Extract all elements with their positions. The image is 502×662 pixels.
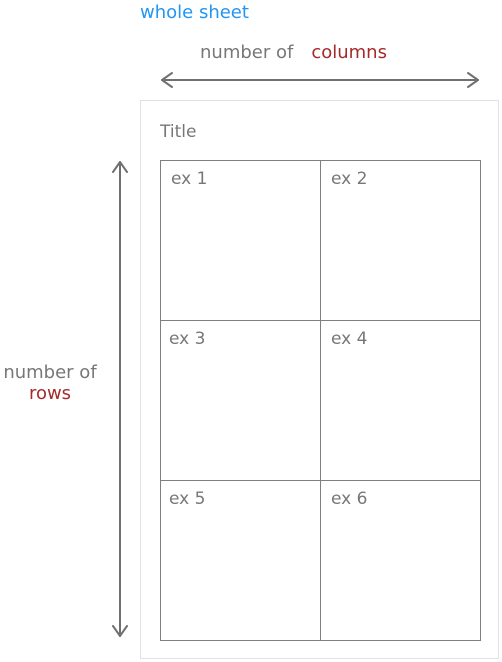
- grid-cell: ex 6: [331, 489, 368, 509]
- grid-cell: ex 5: [161, 481, 321, 640]
- rows-label-prefix: number of: [3, 362, 97, 383]
- columns-label-accent: columns: [311, 42, 387, 63]
- sheet-frame: [140, 100, 499, 659]
- sheet-title: Title: [160, 122, 197, 142]
- grid-cell: ex 3: [161, 321, 321, 481]
- example-grid: ex 1 ex 2 ex 3 ex 4 ex 5 ex 6: [160, 160, 481, 641]
- columns-label-prefix: number of: [200, 42, 294, 63]
- grid-cell: ex 4: [321, 321, 481, 481]
- rows-arrow: [112, 161, 128, 637]
- columns-label: number of columns: [200, 42, 387, 63]
- rows-label-accent: rows: [28, 383, 72, 404]
- grid-cell: ex 2: [321, 161, 481, 321]
- columns-arrow: [161, 72, 479, 88]
- rows-label: number of rows: [0, 362, 100, 404]
- grid-cell: ex 1: [161, 161, 321, 321]
- whole-sheet-heading: whole sheet: [140, 2, 249, 23]
